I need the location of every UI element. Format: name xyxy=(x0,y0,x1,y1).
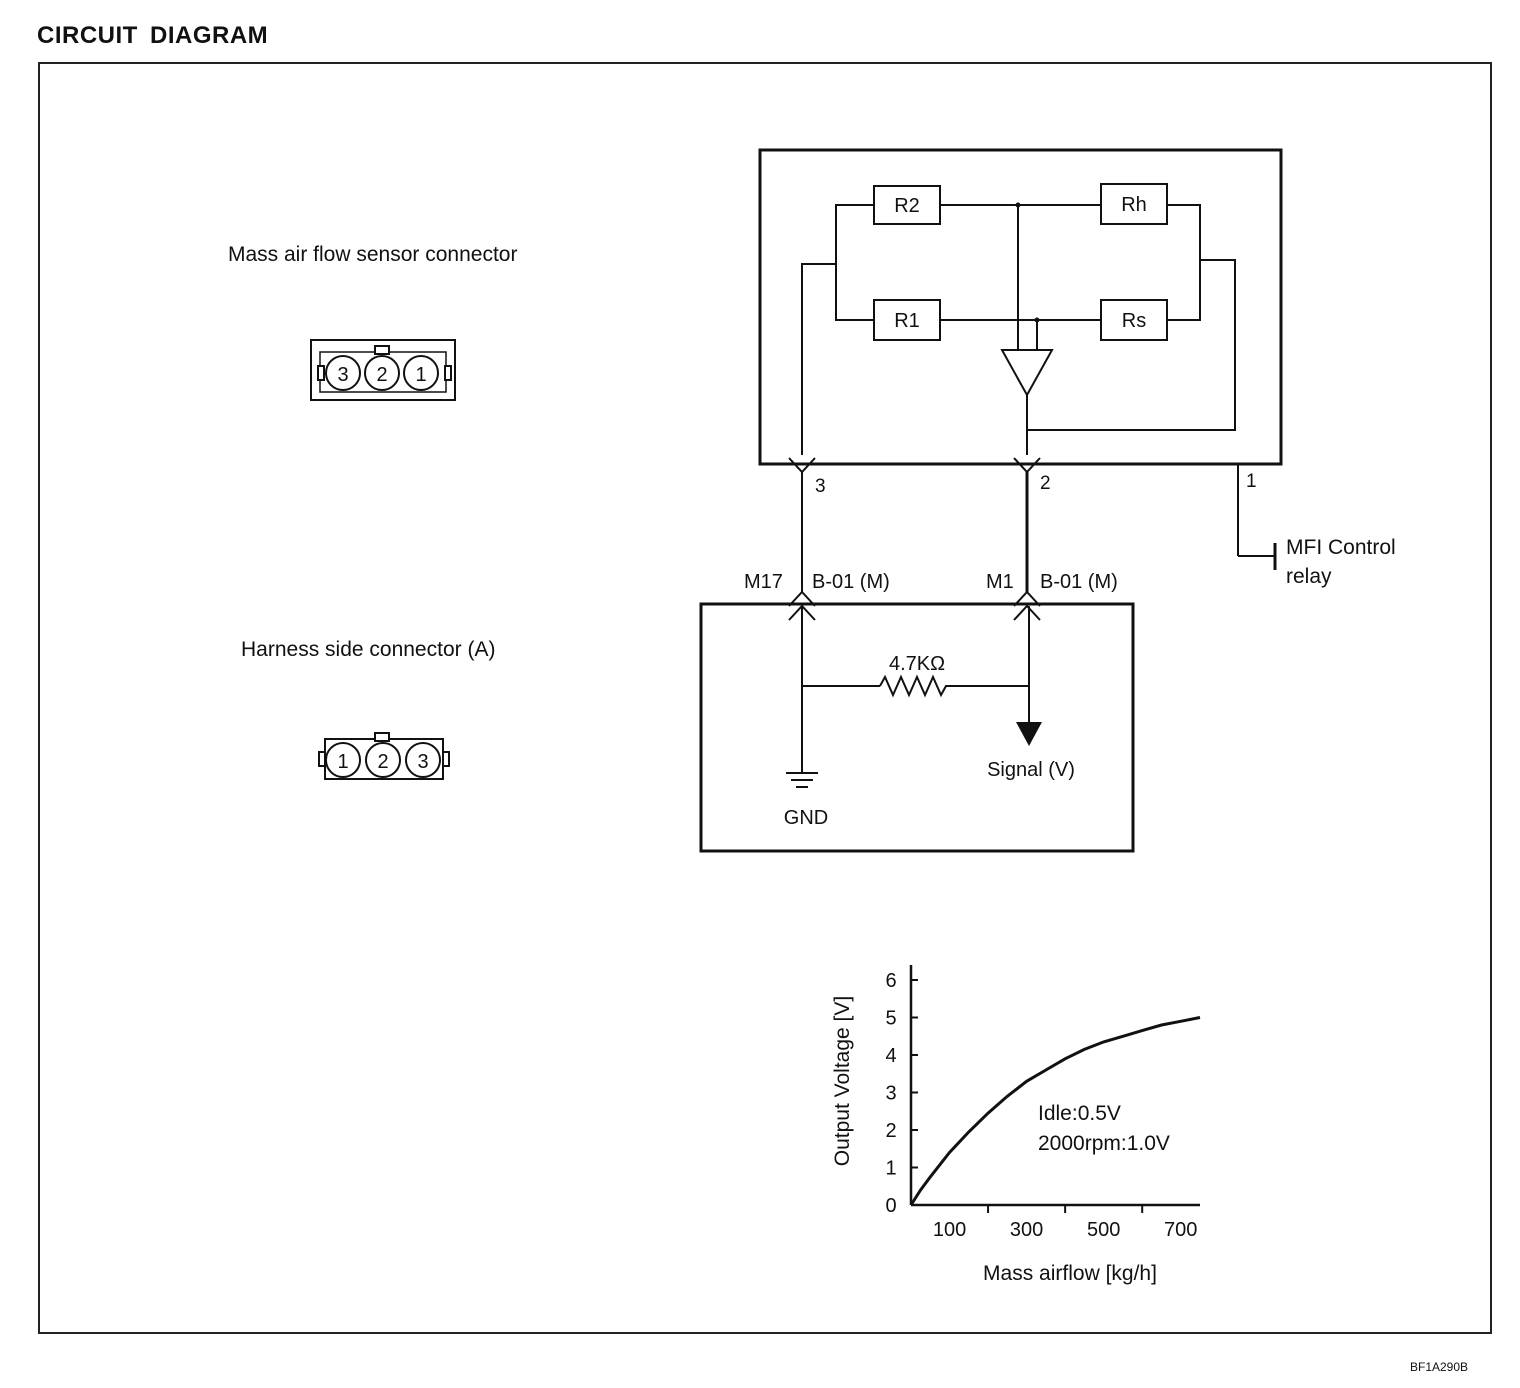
resistor-rh-label: Rh xyxy=(1121,194,1147,216)
chart-annotation-idle: Idle:0.5V xyxy=(1038,1102,1121,1125)
junction-dot xyxy=(1034,317,1040,323)
chart-y-tick-label: 1 xyxy=(885,1158,896,1180)
ground-icon xyxy=(786,772,818,788)
m1-connector-label: B-01 (M) xyxy=(1040,571,1118,593)
sensor-pin-2: 2 xyxy=(376,364,387,386)
harness-pin-2: 2 xyxy=(377,751,388,773)
chart-y-tick-label: 5 xyxy=(885,1008,896,1030)
chart-y-tick-label: 2 xyxy=(885,1120,896,1142)
pin-3-terminal-icon xyxy=(788,457,816,592)
amplifier-icon xyxy=(1000,349,1054,398)
ecu-wiring xyxy=(801,606,1030,772)
pin-1-label: 1 xyxy=(1246,471,1257,492)
junction-dot xyxy=(1015,202,1021,208)
sensor-box xyxy=(758,148,1283,466)
page-title: CIRCUIT DIAGRAM xyxy=(37,22,269,49)
sensor-connector-label: Mass air flow sensor connector xyxy=(228,243,517,266)
chart-x-tick-label: 300 xyxy=(1010,1219,1043,1241)
gnd-label: GND xyxy=(784,807,828,829)
signal-arrow-icon xyxy=(1016,722,1042,746)
m1-label: M1 xyxy=(986,571,1014,593)
pin-2-label: 2 xyxy=(1040,473,1051,494)
diagram-frame xyxy=(38,62,1492,1334)
resistor-r1: R1 xyxy=(873,299,941,341)
harness-pin-1: 1 xyxy=(337,751,348,773)
chart-y-tick-label: 4 xyxy=(885,1045,896,1067)
chart-y-tick-label: 6 xyxy=(885,970,896,992)
chart-x-tick-label: 100 xyxy=(933,1219,966,1241)
resistor-r2-label: R2 xyxy=(894,195,920,217)
resistor-zigzag-icon xyxy=(879,674,950,698)
ecu-box xyxy=(699,602,1135,853)
chart-y-tick-label: 0 xyxy=(885,1195,896,1217)
figure-code: BF1A290B xyxy=(1410,1360,1469,1374)
pin-3-label: 3 xyxy=(815,476,826,497)
chart-annotation-2000rpm: 2000rpm:1.0V xyxy=(1038,1132,1170,1155)
sensor-connector xyxy=(310,339,456,401)
chart-x-label: Mass airflow [kg/h] xyxy=(983,1262,1157,1285)
relay-label-line1: MFI Control xyxy=(1286,536,1396,559)
harness-connector xyxy=(318,732,450,780)
sensor-pin-3: 3 xyxy=(337,364,348,386)
resistor-r2: R2 xyxy=(873,185,941,225)
output-voltage-chart: 0 1 2 3 4 5 6 100 300 500 700 Mass airflow [kg/h]… xyxy=(831,965,1201,1285)
resistor-rs-label: Rs xyxy=(1122,310,1146,332)
resistor-rh: Rh xyxy=(1100,183,1168,225)
resistor-rs: Rs xyxy=(1100,299,1168,341)
harness-pin-3: 3 xyxy=(417,751,428,773)
chart-series-line xyxy=(909,1016,1201,1206)
resistor-r1-label: R1 xyxy=(894,310,920,332)
pin-2-terminal-icon xyxy=(1013,457,1041,592)
harness-connector-label: Harness side connector (A) xyxy=(241,638,495,661)
ecu-m1-terminal-icon xyxy=(1013,590,1041,621)
ecu-resistor-label: 4.7KΩ xyxy=(889,653,945,675)
m17-connector-label: B-01 (M) xyxy=(812,571,890,593)
signal-label: Signal (V) xyxy=(987,759,1075,781)
chart-x-tick-label: 700 xyxy=(1164,1219,1197,1241)
chart-y-label: Output Voltage [V] xyxy=(831,996,854,1166)
chart-y-tick-label: 3 xyxy=(885,1083,896,1105)
m17-label: M17 xyxy=(744,571,783,593)
bridge-wiring xyxy=(801,204,1277,570)
sensor-pin-1: 1 xyxy=(415,364,426,386)
relay-label-line2: relay xyxy=(1286,565,1332,588)
chart-x-tick-label: 500 xyxy=(1087,1219,1120,1241)
